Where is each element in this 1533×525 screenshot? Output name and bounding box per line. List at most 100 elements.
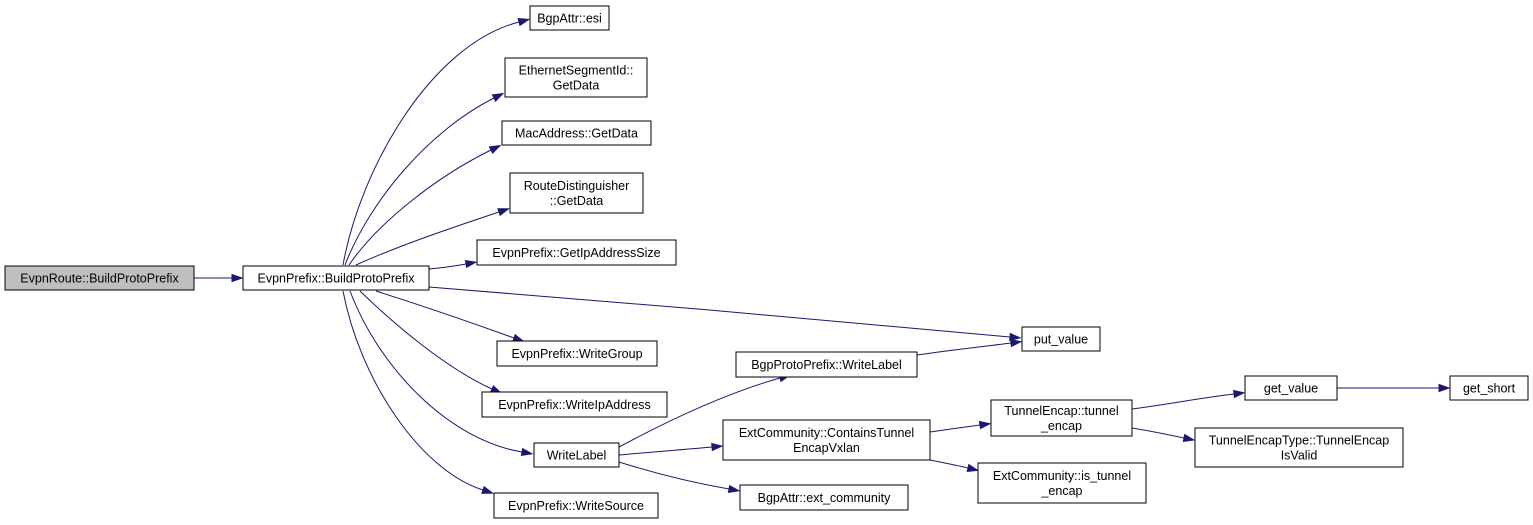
node-label: EvpnPrefix::WriteSource [508,499,644,513]
node-bgpwl[interactable]: BgpProtoPrefix::WriteLabel [735,351,918,378]
node-label: BgpAttr::esi [537,12,602,26]
node-label: _encap [1040,419,1082,433]
arrowhead [231,273,244,283]
arrowhead [497,208,510,217]
node-esid[interactable]: EthernetSegmentId::GetData [504,57,648,98]
node-box [1449,375,1529,401]
edge-getv-to-gets [1337,383,1451,393]
edge-build-to-esi [342,18,531,266]
edge-build-to-rd [355,208,510,266]
arrowhead [711,442,724,452]
edge-line [348,149,492,266]
node-putv[interactable]: put_value [1021,326,1101,352]
arrowhead [520,447,534,457]
node-esi[interactable]: BgpAttr::esi [529,5,610,31]
edge-line [428,286,1011,338]
edge-line [1131,427,1185,439]
node-box [990,399,1133,437]
node-label: EvpnRoute::BuildProtoPrefix [20,272,179,286]
node-box [739,484,909,511]
arrowhead [1010,338,1023,348]
node-label: _encap [1040,484,1082,498]
node-te[interactable]: TunnelEncap::tunnel_encap [990,399,1133,437]
node-label: MacAddress::GetData [515,127,638,141]
edge-ctev-to-te [929,420,992,433]
node-wip[interactable]: EvpnPrefix::WriteIpAddress [481,391,668,418]
arrowhead [517,18,531,27]
arrowhead [978,420,992,430]
node-box [504,57,648,98]
node-box [242,265,430,291]
arrowhead [491,92,505,102]
arrowhead [966,463,980,472]
edge-line [349,290,523,453]
node-label: ExtCommunity::ContainsTunnel [739,426,914,440]
edges-layer [194,18,1451,494]
node-box [529,5,610,31]
node-box [481,391,668,418]
arrowhead [464,259,478,269]
node-ipsize[interactable]: EvpnPrefix::GetIpAddressSize [476,239,677,266]
edge-line [929,459,969,469]
edge-bgpwl-to-putv [916,338,1023,356]
node-label: EvpnPrefix::BuildProtoPrefix [257,272,415,286]
node-label: TunnelEncap::tunnel [1004,404,1118,418]
node-label: EvpnPrefix::WriteIpAddress [498,398,651,412]
node-wsource[interactable]: EvpnPrefix::WriteSource [493,492,659,519]
edge-line [929,424,981,433]
edge-line [344,97,495,266]
node-label: ::GetData [550,194,604,208]
arrowhead [512,333,525,342]
node-build[interactable]: EvpnPrefix::BuildProtoPrefix [242,265,430,291]
edge-line [618,377,781,448]
edge-line [1131,393,1235,410]
node-label: ExtCommunity::is_tunnel [993,469,1131,483]
edge-build-to-wlabel [349,290,534,457]
arrowhead [1009,332,1022,342]
node-label: BgpProtoPrefix::WriteLabel [751,358,902,372]
node-gets[interactable]: get_short [1449,375,1529,401]
edge-te-to-tetv [1131,427,1196,442]
node-box [722,419,931,461]
node-extc[interactable]: BgpAttr::ext_community [739,484,909,511]
arrowhead [727,484,741,494]
node-label: TunnelEncapType::TunnelEncap [1209,434,1389,448]
node-box [493,492,659,519]
node-root[interactable]: EvpnRoute::BuildProtoPrefix [4,265,195,291]
node-rd[interactable]: RouteDistinguisher::GetData [509,172,644,214]
edge-build-to-ipsize [428,259,478,270]
node-box [496,340,658,367]
node-box [1244,375,1338,401]
node-getv[interactable]: get_value [1244,375,1338,401]
arrowhead [1233,389,1246,399]
edge-line [916,342,1012,356]
node-wgroup[interactable]: EvpnPrefix::WriteGroup [496,340,658,367]
node-label: get_value [1264,382,1318,396]
edge-build-to-mac [348,144,502,266]
node-iste[interactable]: ExtCommunity::is_tunnel_encap [977,462,1147,504]
edge-build-to-esid [344,92,505,266]
node-label: IsValid [1281,449,1318,463]
edge-build-to-wgroup [375,290,525,342]
node-box [977,462,1147,504]
arrowhead [1182,433,1196,442]
node-box [4,265,195,291]
node-box [509,172,644,214]
node-box [1194,427,1404,468]
node-mac[interactable]: MacAddress::GetData [501,120,652,146]
edge-ctev-to-iste [929,459,980,472]
node-label: RouteDistinguisher [524,179,630,193]
arrowhead [488,144,502,154]
node-label: EvpnPrefix::WriteGroup [511,347,642,361]
arrowhead [481,485,494,494]
node-box [501,120,652,146]
edge-build-to-putv [428,286,1022,342]
node-label: get_short [1463,382,1516,396]
node-label: EncapVxlan [793,441,860,455]
node-label: put_value [1034,333,1088,347]
node-wlabel[interactable]: WriteLabel [533,442,620,468]
edge-line [618,446,713,456]
